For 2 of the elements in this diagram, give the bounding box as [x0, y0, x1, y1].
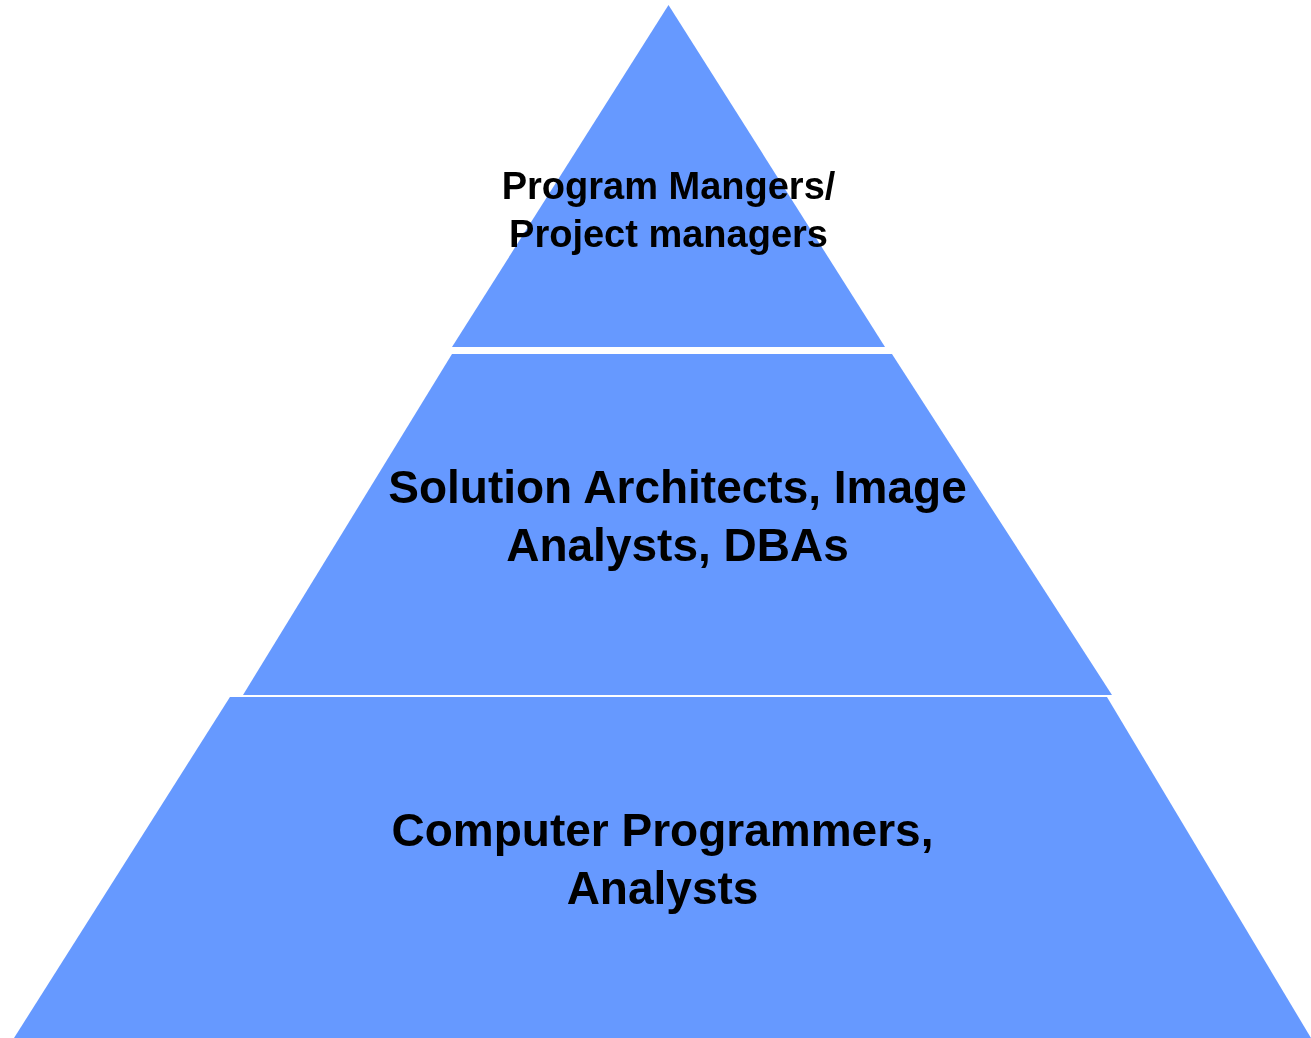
tier-label: Solution Architects, Image Analysts, DBAs [387, 460, 968, 573]
tier-label: Computer Programmers, Analysts [390, 803, 935, 916]
